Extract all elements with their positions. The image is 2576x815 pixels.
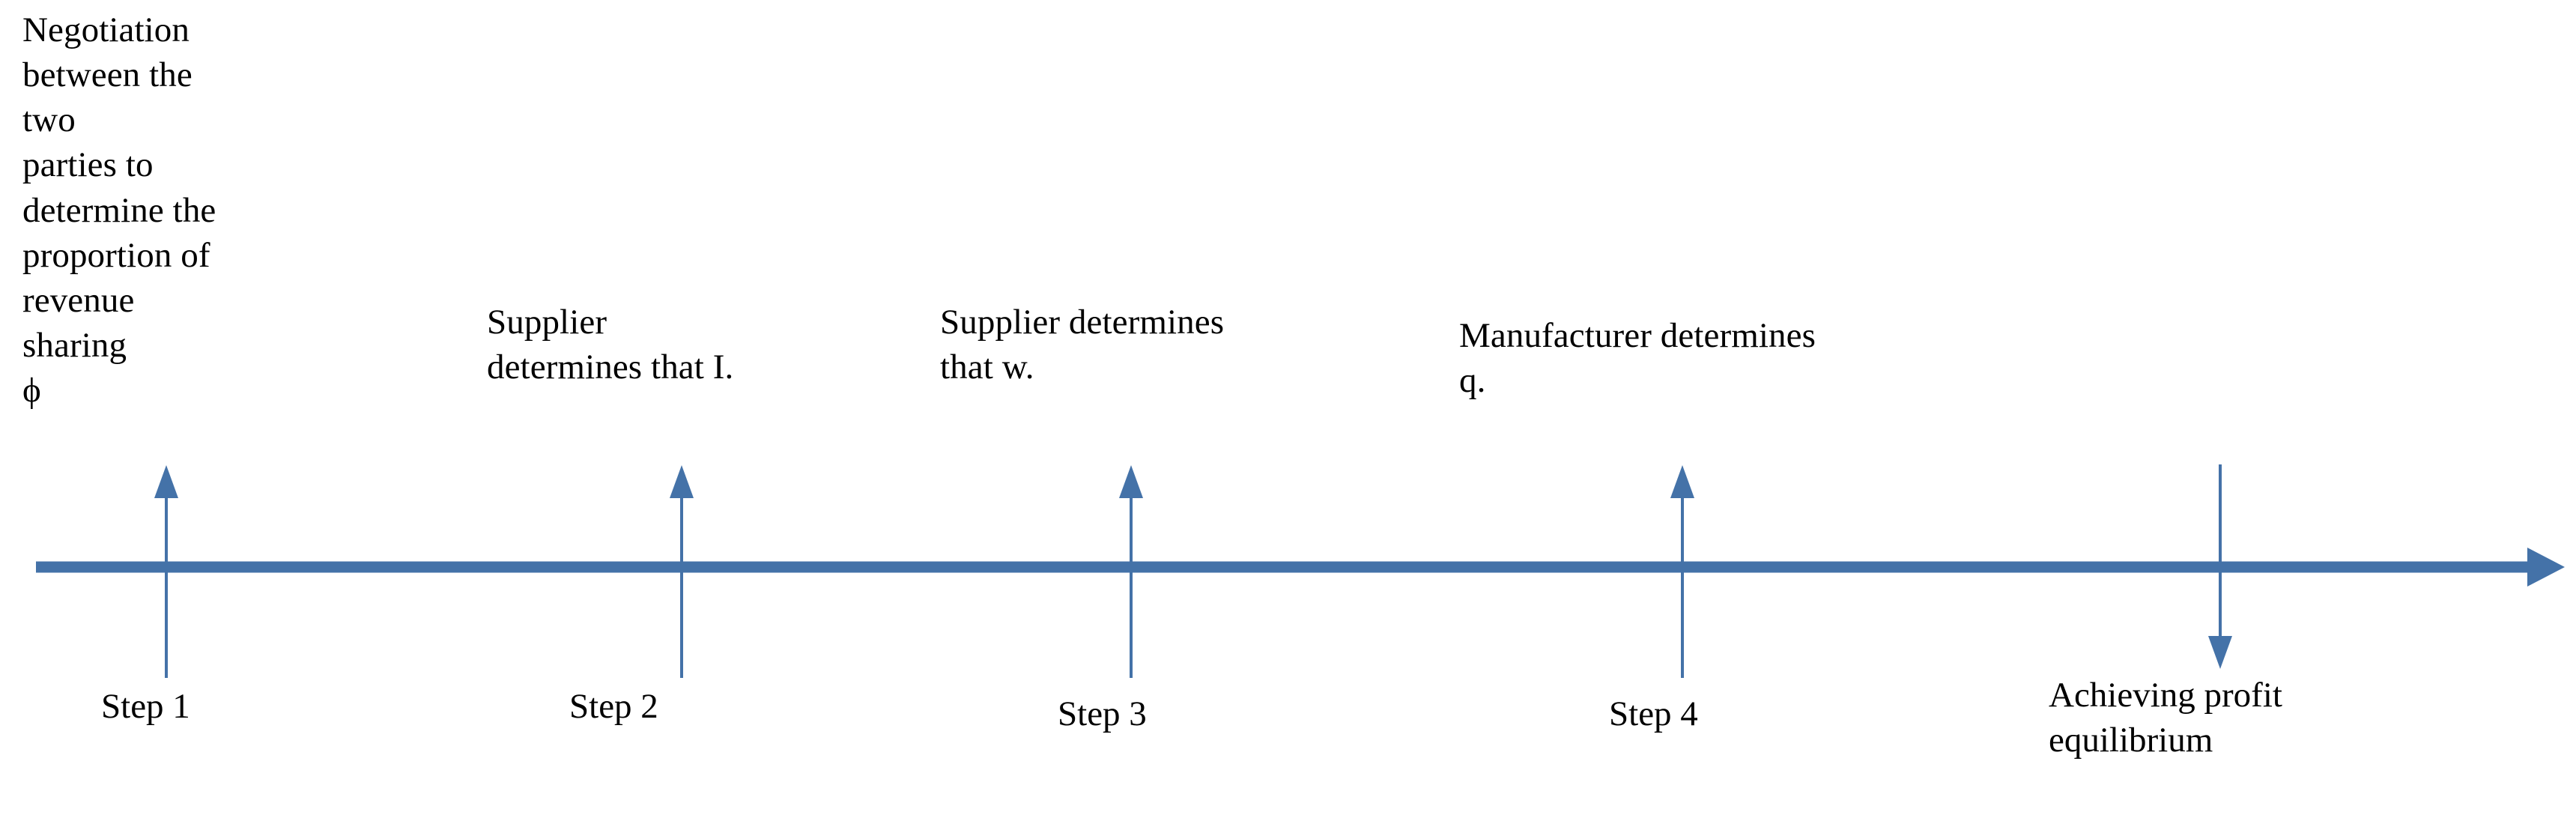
tick-step-1 xyxy=(154,465,178,678)
tick-step-3 xyxy=(1119,465,1143,678)
event-description-step-3: Supplier determines that w. xyxy=(940,303,1225,387)
event-description-step-1: Negotiation between the two parties to d… xyxy=(22,10,216,410)
event-description-step-2: Supplier determines that I. xyxy=(487,303,734,387)
tick-step-2 xyxy=(670,465,694,678)
tick-outcome xyxy=(2208,464,2232,669)
outcome-label: Achieving profit equilibrium xyxy=(2049,676,2282,760)
step-label-3: Step 3 xyxy=(1058,694,1147,733)
step-label-4: Step 4 xyxy=(1609,694,1698,733)
event-description-step-4: Manufacturer determines q. xyxy=(1459,316,1816,401)
tick-step-4 xyxy=(1670,465,1694,678)
timeline-axis xyxy=(36,548,2565,587)
step-label-1: Step 1 xyxy=(101,687,190,726)
step-label-2: Step 2 xyxy=(569,687,658,726)
